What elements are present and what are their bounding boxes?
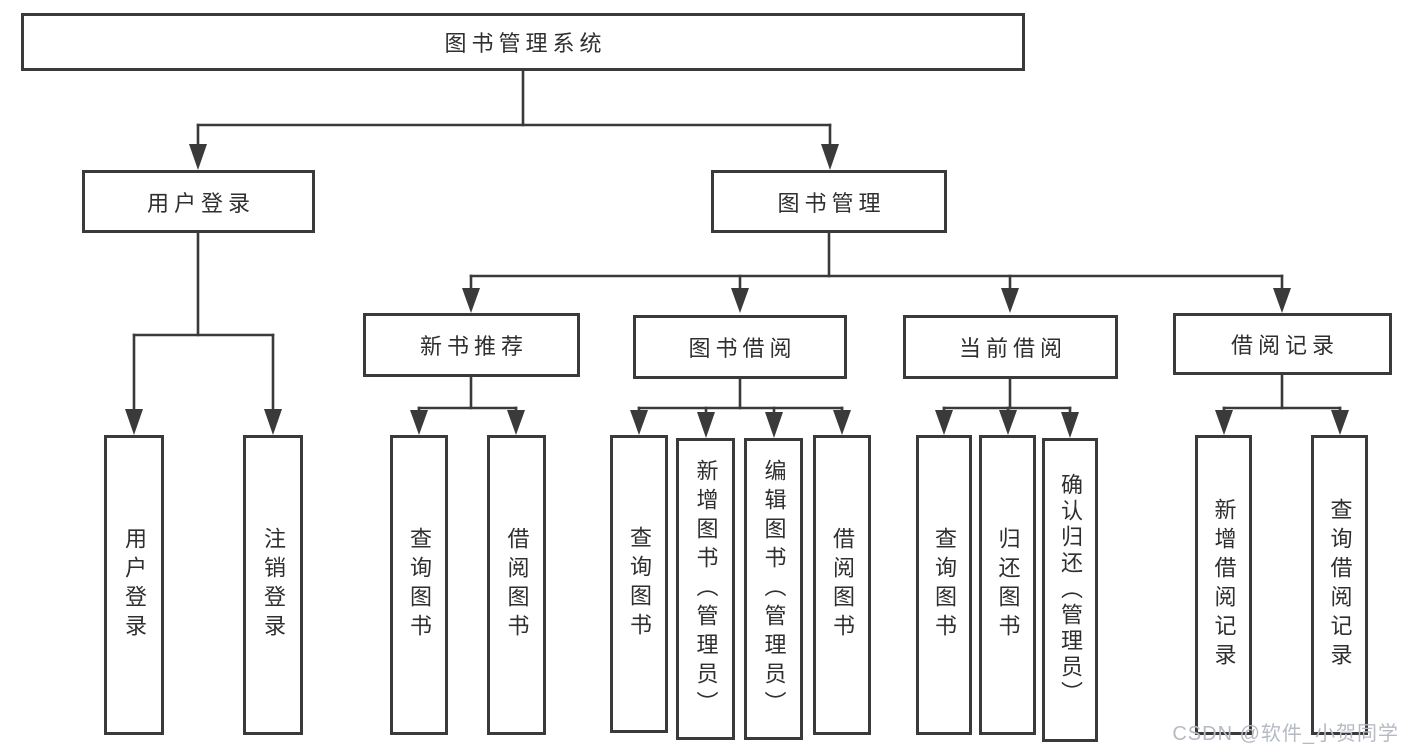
node-label: 查询图书 (407, 527, 432, 643)
node-label: 查询图书 (932, 527, 957, 643)
leaf-query-books-current: 查询图书 (916, 435, 972, 735)
node-label: 借阅图书 (830, 527, 855, 643)
node-label: 新书推荐 (419, 334, 528, 359)
leaf-return-book: 归还图书 (979, 435, 1036, 735)
leaf-query-books-borrow: 查询图书 (610, 435, 668, 733)
leaf-edit-book-admin: 编辑图书（管理员） (744, 438, 803, 740)
node-user-login-branch: 用户登录 (82, 170, 315, 233)
node-label: 用户登录 (122, 527, 147, 643)
leaf-borrow-books-borrow: 借阅图书 (813, 435, 871, 735)
node-current-borrow: 当前借阅 (903, 315, 1118, 379)
node-label: 编辑图书（管理员） (761, 458, 787, 720)
node-label: 图书借阅 (688, 336, 797, 361)
node-label: 注销登录 (261, 527, 286, 643)
node-label: 归还图书 (995, 527, 1021, 643)
node-label: 图书管理 (777, 190, 886, 216)
node-new-book-recommend: 新书推荐 (363, 313, 580, 377)
node-label: 图书管理系统 (444, 31, 607, 56)
leaf-borrow-books-recommend: 借阅图书 (487, 435, 546, 735)
leaf-confirm-return-admin: 确认归还（管理员） (1042, 438, 1098, 742)
leaf-add-borrow-record: 新增借阅记录 (1195, 435, 1252, 735)
node-label: 新增图书（管理员） (693, 458, 719, 720)
leaf-user-login: 用户登录 (104, 435, 164, 735)
node-label: 确认归还（管理员） (1058, 473, 1083, 707)
csdn-watermark: CSDN @软件_小贺同学 (1172, 723, 1399, 745)
node-label: 借阅记录 (1230, 333, 1339, 358)
node-book-management-branch: 图书管理 (711, 170, 947, 233)
node-label: 查询图书 (627, 526, 652, 642)
node-label: 查询借阅记录 (1327, 498, 1353, 672)
node-label: 借阅图书 (504, 527, 530, 643)
node-borrow-records: 借阅记录 (1173, 313, 1392, 375)
leaf-add-book-admin: 新增图书（管理员） (676, 438, 735, 740)
leaf-query-borrow-record: 查询借阅记录 (1311, 435, 1368, 735)
node-label: 新增借阅记录 (1211, 498, 1237, 672)
node-label: 当前借阅 (958, 336, 1067, 361)
leaf-logout: 注销登录 (243, 435, 303, 735)
leaf-query-books-recommend: 查询图书 (390, 435, 448, 735)
node-library-management-system: 图书管理系统 (21, 13, 1025, 71)
node-label: 用户登录 (146, 190, 255, 216)
node-book-borrow: 图书借阅 (633, 315, 847, 379)
